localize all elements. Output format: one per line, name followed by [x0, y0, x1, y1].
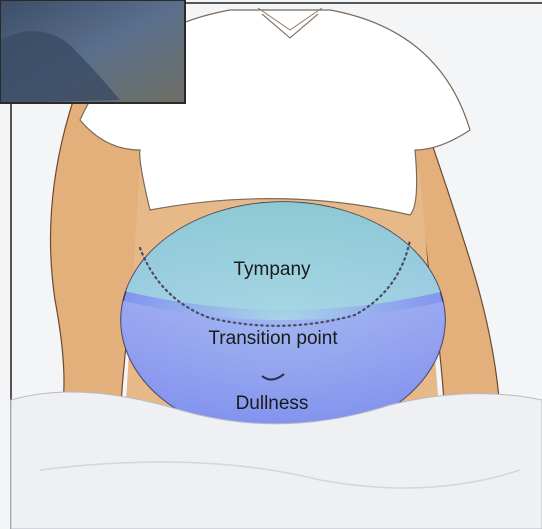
tympany-label: Tympany	[233, 259, 310, 281]
transition-point-label: Transition point	[208, 328, 337, 350]
dullness-label: Dullness	[236, 393, 309, 415]
